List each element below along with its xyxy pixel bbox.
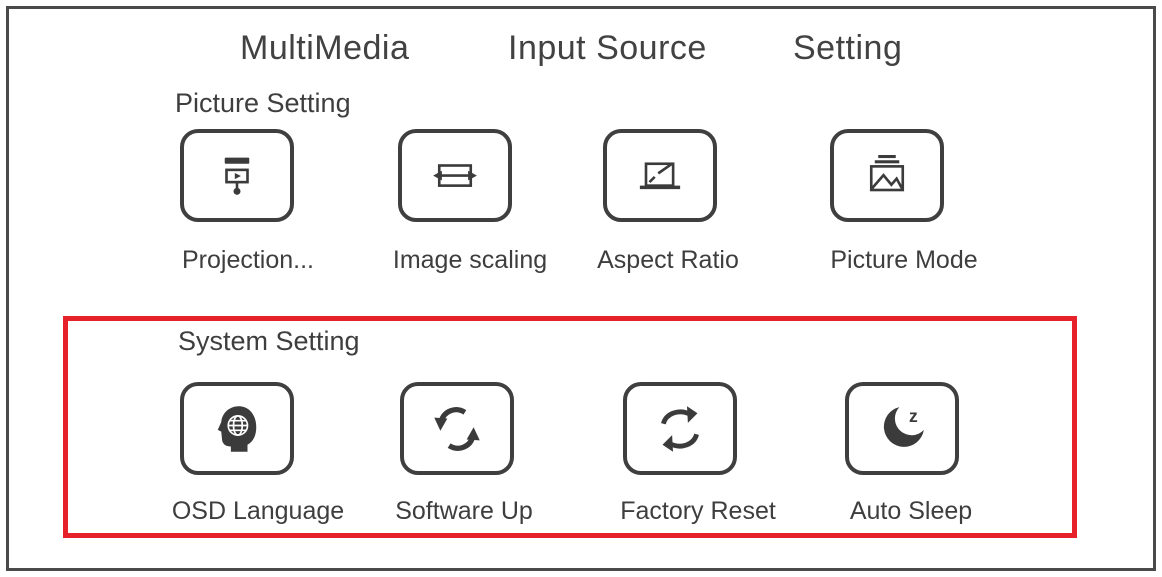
factory-reset-label: Factory Reset xyxy=(620,497,776,525)
picture-setting-title: Picture Setting xyxy=(175,88,351,118)
software-update-icon xyxy=(434,406,480,451)
system-setting-title: System Setting xyxy=(178,326,360,356)
sleep-z-glyph: z xyxy=(909,406,918,426)
osd-language-button[interactable] xyxy=(180,382,294,475)
osd-language-label: OSD Language xyxy=(171,497,345,525)
aspect-ratio-label: Aspect Ratio xyxy=(597,246,739,274)
image-scaling-icon xyxy=(433,163,477,187)
osd-language-icon xyxy=(217,405,257,452)
outer-frame xyxy=(6,6,1156,571)
software-update-button[interactable] xyxy=(400,382,514,475)
image-scaling-button[interactable] xyxy=(398,129,512,222)
auto-sleep-label: Auto Sleep xyxy=(849,497,973,525)
projection-label: Projection... xyxy=(181,246,315,274)
factory-reset-icon xyxy=(661,405,699,452)
auto-sleep-icon: z xyxy=(883,406,924,447)
tab-setting[interactable]: Setting xyxy=(793,29,903,67)
image-scaling-label: Image scaling xyxy=(392,246,548,274)
projection-screen-icon xyxy=(224,157,250,195)
software-update-label: Software Up xyxy=(395,497,533,525)
projection-button[interactable] xyxy=(180,129,294,222)
aspect-ratio-button[interactable] xyxy=(603,129,717,222)
tab-input-source[interactable]: Input Source xyxy=(508,29,707,67)
aspect-ratio-icon xyxy=(639,161,681,189)
picture-mode-icon xyxy=(869,154,905,191)
picture-mode-button[interactable] xyxy=(830,129,944,222)
tab-multimedia[interactable]: MultiMedia xyxy=(240,29,410,67)
factory-reset-button[interactable] xyxy=(623,382,737,475)
auto-sleep-button[interactable]: z xyxy=(845,382,959,475)
picture-mode-label: Picture Mode xyxy=(830,246,978,274)
